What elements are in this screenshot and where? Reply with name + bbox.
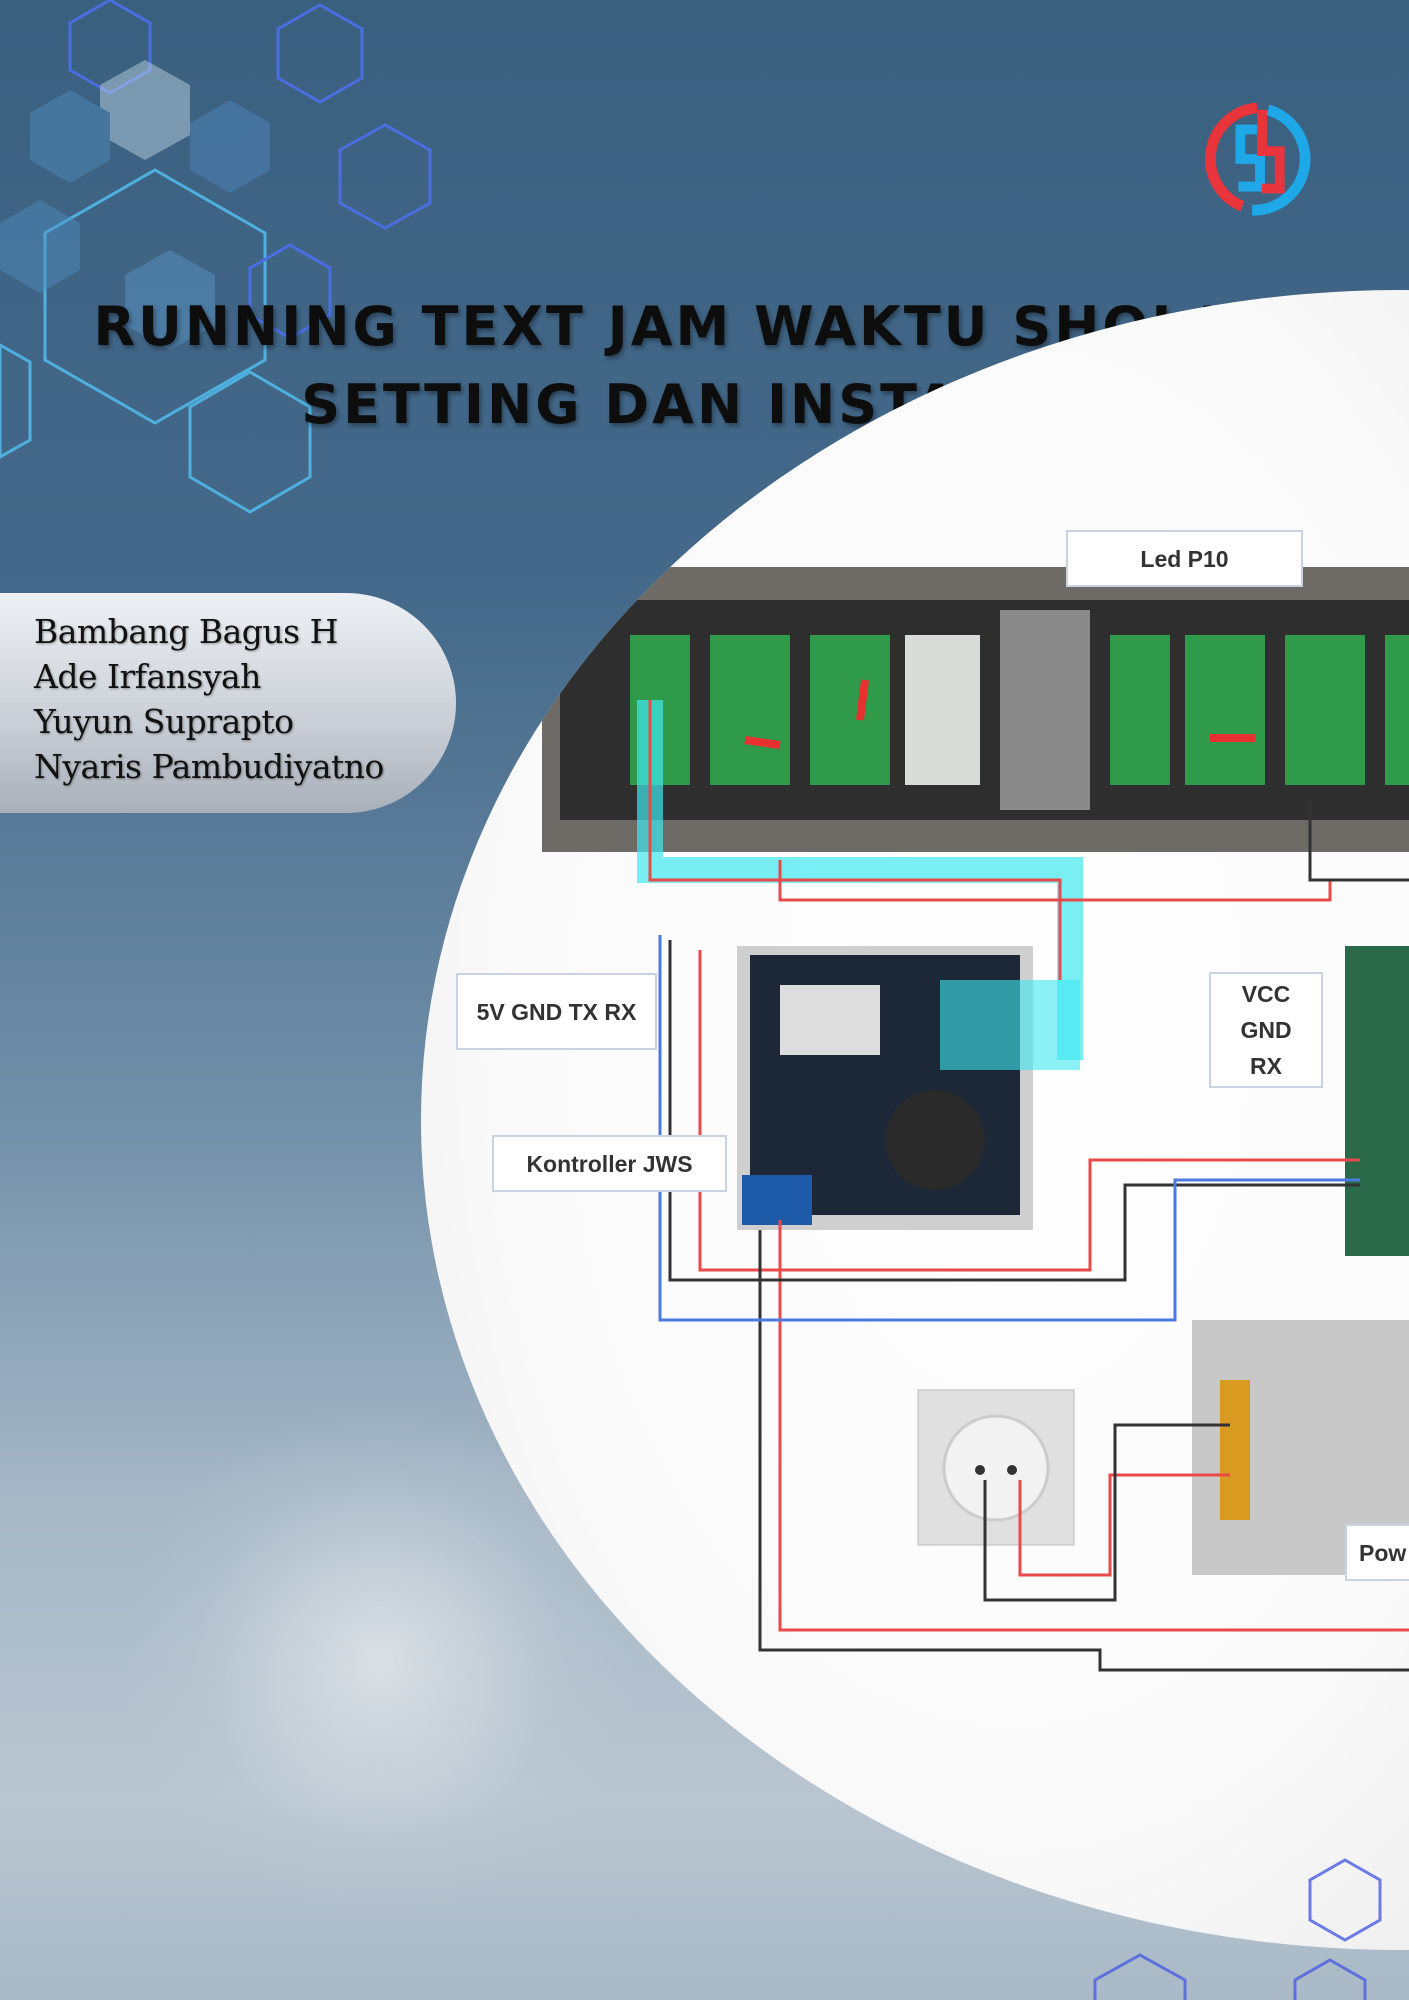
authors-panel: Bambang Bagus H Ade Irfansyah Yuyun Supr… xyxy=(0,593,456,813)
relay-pin-label: GND xyxy=(1240,1017,1292,1043)
hexagon-decoration xyxy=(0,0,432,514)
relay-pin-label: VCC xyxy=(1241,981,1291,1007)
relay-pin-label: RX xyxy=(1250,1053,1282,1079)
author-name: Yuyun Suprapto xyxy=(34,702,294,741)
publisher-logo-icon xyxy=(1205,102,1311,216)
label-pins: 5V GND TX RX xyxy=(456,973,657,1050)
label-led-p10: Led P10 xyxy=(1066,530,1303,587)
author-name: Ade Irfansyah xyxy=(34,657,261,696)
label-relay-pins: VCC GND RX xyxy=(1209,972,1323,1088)
author-name: Nyaris Pambudiyatno xyxy=(34,747,384,786)
label-controller: Kontroller JWS xyxy=(492,1135,727,1192)
author-name: Bambang Bagus H xyxy=(34,612,338,651)
label-power: Pow xyxy=(1345,1524,1409,1581)
